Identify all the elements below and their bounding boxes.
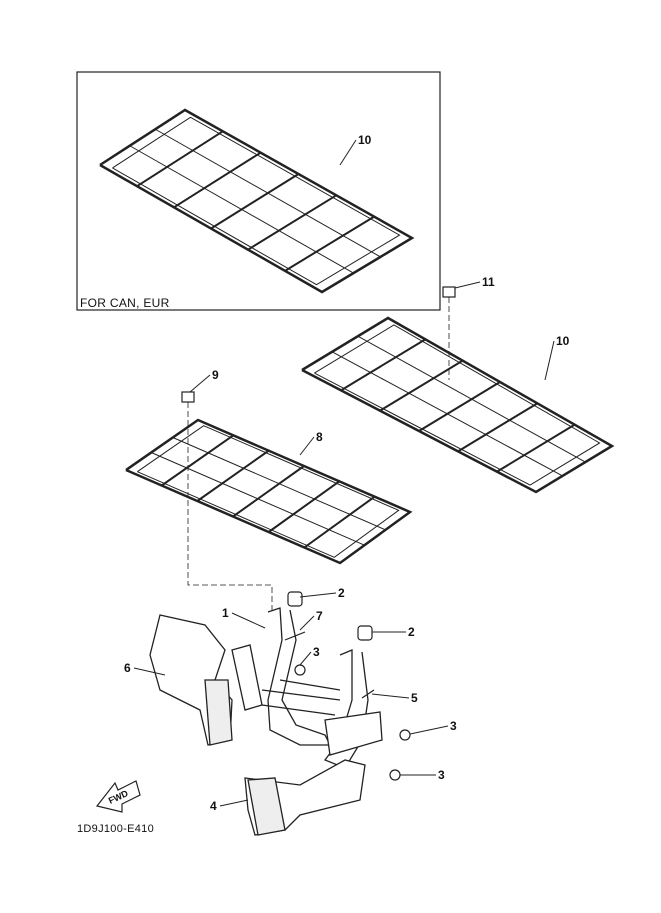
rack-8 (125, 418, 413, 565)
bolt-11 (442, 286, 456, 298)
leader-line (299, 615, 315, 631)
screw-7 (284, 631, 306, 641)
callout-2: 2 (408, 625, 415, 639)
guard-pipe-right (323, 649, 369, 769)
bracket-left (231, 644, 263, 711)
callout-5: 5 (411, 691, 418, 705)
callout-7: 7 (316, 609, 323, 623)
leader-line (339, 139, 357, 166)
callout-6: 6 (124, 661, 131, 675)
leader-line (189, 374, 211, 393)
callout-9: 9 (212, 368, 219, 382)
leader-line (299, 436, 315, 456)
screw-5 (361, 689, 375, 699)
callout-10: 10 (556, 334, 570, 348)
leader-line (371, 693, 410, 699)
leader-line (219, 799, 249, 807)
callout-11: 11 (482, 275, 495, 289)
leader-line (454, 281, 481, 289)
inset-note: FOR CAN, EUR (80, 296, 170, 310)
guard-pipe-left (267, 607, 332, 746)
callout-3: 3 (313, 645, 320, 659)
leader-line (544, 340, 555, 381)
callout-1: 1 (222, 606, 229, 620)
bolt-3c (389, 769, 401, 781)
callout-10: 10 (358, 133, 372, 147)
inset-frame (76, 71, 441, 311)
fwd-arrow-icon (95, 780, 141, 813)
front-bumper-assembly (149, 607, 383, 836)
part-code: 1D9J100-E410 (77, 823, 154, 835)
fasteners (181, 286, 456, 781)
callout-8: 8 (316, 430, 323, 444)
callout-3: 3 (438, 768, 445, 782)
leader-line (231, 612, 266, 629)
leader-line (409, 725, 449, 735)
bolt-3a (294, 664, 306, 676)
bracket-right (324, 711, 383, 756)
bolt-3b (399, 729, 411, 741)
alignment-lines (187, 297, 450, 610)
leader-line (299, 651, 312, 666)
grommet-2a (287, 591, 303, 607)
callout-4: 4 (210, 799, 217, 813)
grommet-2b (357, 625, 373, 641)
bolt-9 (181, 391, 195, 403)
leader-line (133, 667, 166, 676)
callout-2: 2 (338, 586, 345, 600)
leader-line (299, 592, 337, 598)
rack-10-inset (99, 108, 415, 294)
callout-3: 3 (450, 719, 457, 733)
